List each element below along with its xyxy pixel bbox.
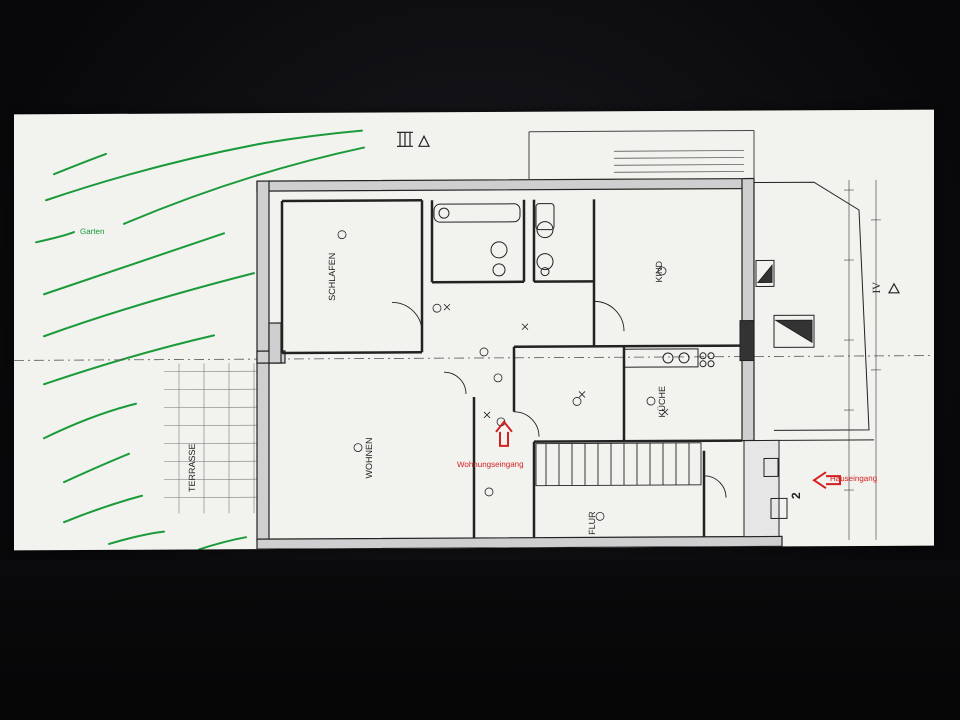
level-marker-right	[887, 282, 901, 294]
room-label-kueche: KÜCHE	[657, 385, 667, 418]
outer-walls	[256, 177, 783, 550]
level-label-right: IV	[871, 281, 883, 294]
room-label-wohnen: WOHNEN	[364, 437, 374, 479]
apartment-entrance-label: Wohnungseingang	[457, 459, 524, 470]
terrace-paving	[164, 363, 264, 514]
house-entrance-label: Hauseingang	[830, 473, 878, 484]
entrance-arrows	[495, 420, 841, 489]
garden-label: Garten	[80, 226, 105, 237]
monitor-bezel	[0, 560, 960, 720]
bathroom-fixtures	[433, 203, 555, 277]
terrace-label: TERRASSE	[187, 443, 197, 493]
level-marker-top	[397, 131, 430, 148]
dimension-lines	[844, 179, 881, 541]
apartment-entrance-arrow	[495, 420, 513, 447]
entrance-projection	[739, 181, 874, 538]
electrical-symbols	[337, 230, 669, 521]
exterior-stair-top	[528, 130, 755, 180]
staircase	[535, 442, 702, 487]
house-entrance-arrow	[812, 471, 841, 489]
section-line	[14, 355, 934, 361]
room-label-schlafen: SCHLAFEN	[327, 252, 337, 301]
floor-plan-drawing	[14, 129, 934, 551]
garden-strokes	[35, 129, 365, 551]
kitchen-fixtures	[623, 348, 715, 368]
door-swings	[391, 300, 727, 498]
room-label-flur: FLUR	[587, 511, 597, 535]
floor-plan-sheet: Garten SCHLAFEN WOHNEN KIND KÜCHE FLUR T…	[14, 109, 934, 551]
room-label-kind: KIND	[654, 261, 664, 283]
stair-number: 2	[789, 492, 803, 500]
interior-walls	[280, 199, 742, 539]
